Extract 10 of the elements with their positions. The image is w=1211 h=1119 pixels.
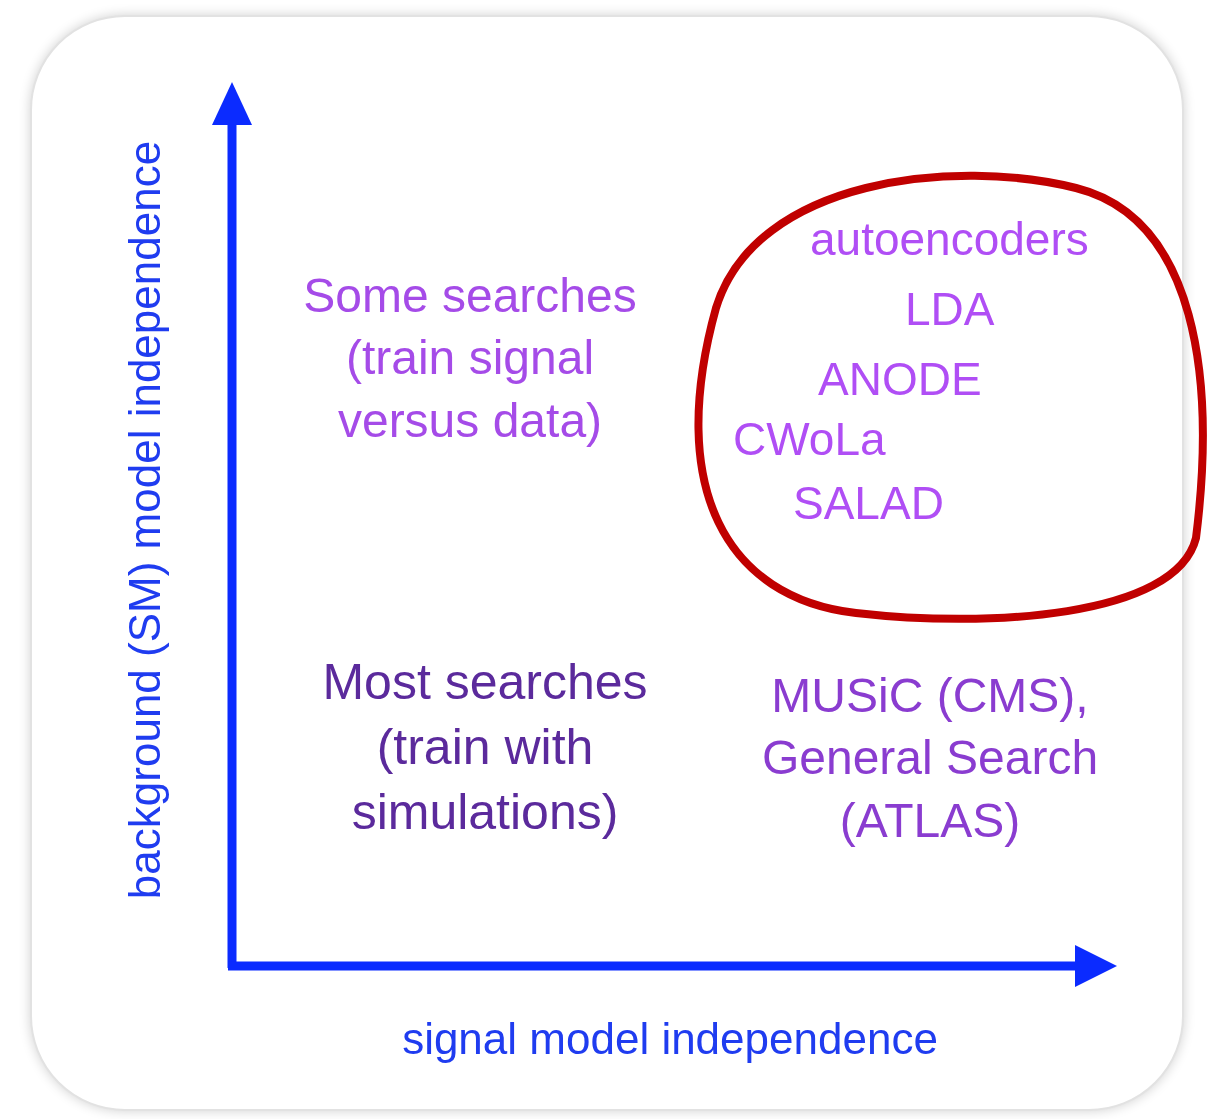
quadrant-text: MUSiC (CMS), General Search (ATLAS) xyxy=(760,668,1100,849)
axis-label: background (SM) model independence xyxy=(119,140,171,900)
method-name: LDA xyxy=(905,286,995,332)
method-name: autoencoders xyxy=(810,216,1089,262)
quadrant-text: Most searches (train with simulations) xyxy=(321,653,649,842)
axis-label: signal model independence xyxy=(401,1013,939,1065)
method-name: ANODE xyxy=(818,356,982,402)
quadrant-text: Some searches (train signal versus data) xyxy=(302,268,638,449)
method-name: CWoLa xyxy=(733,416,886,462)
method-name: SALAD xyxy=(793,480,944,526)
